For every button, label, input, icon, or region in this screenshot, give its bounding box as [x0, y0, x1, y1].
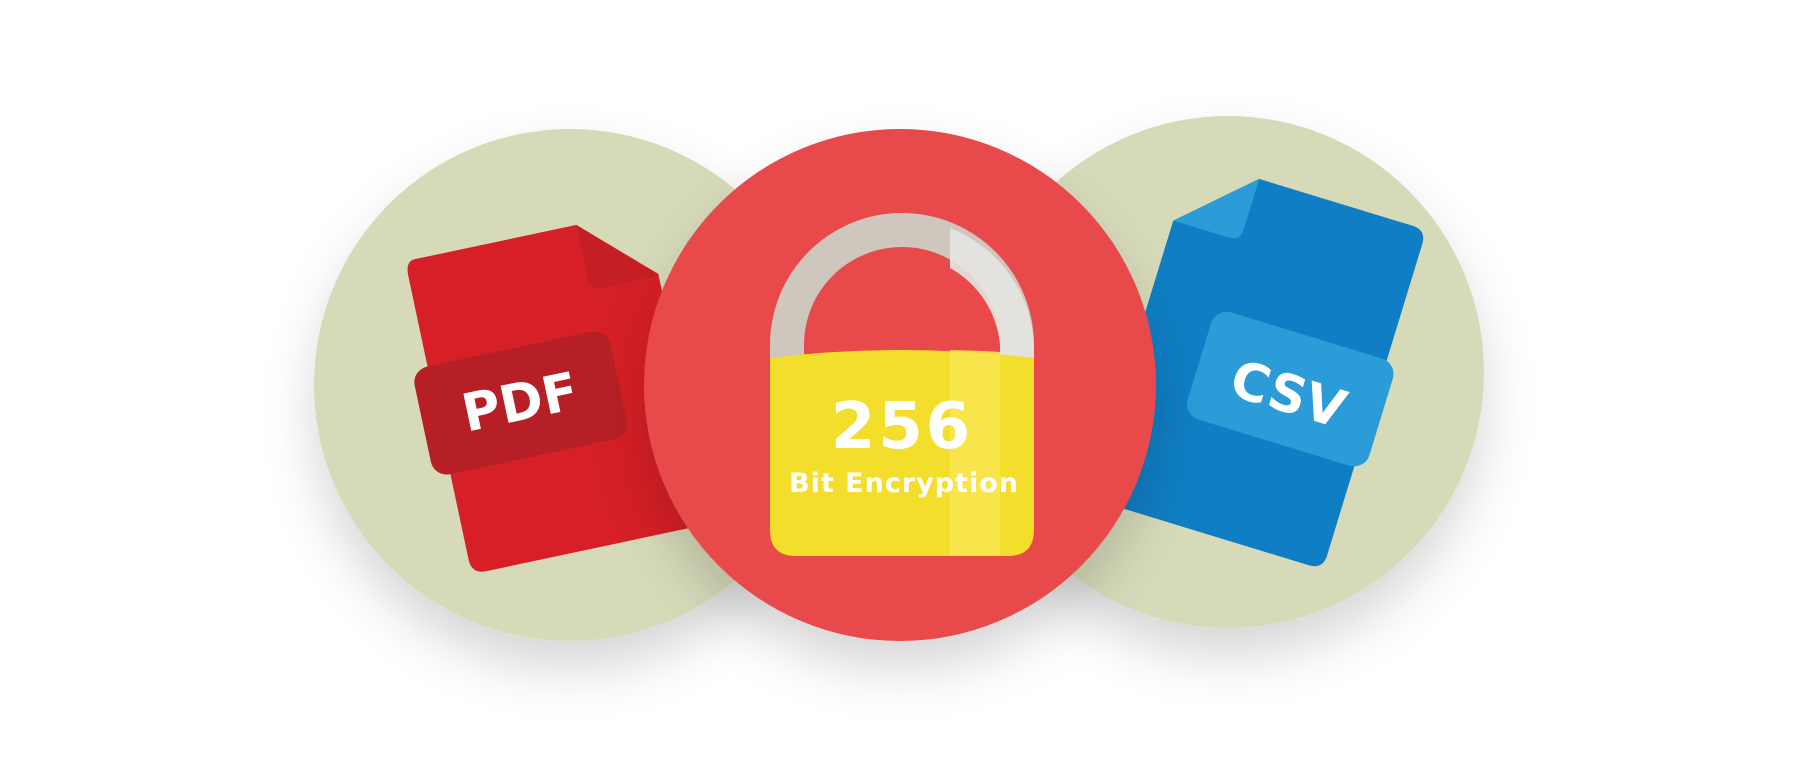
padlock-icon: 256 Bit Encryption — [770, 213, 1034, 556]
lock-caption: Bit Encryption — [789, 468, 1019, 499]
lock-key-size: 256 — [831, 390, 974, 464]
pdf-label-badge — [414, 331, 627, 475]
csv-label-badge — [1187, 311, 1394, 467]
lock-icon-group: 256 Bit Encryption — [644, 129, 1156, 641]
